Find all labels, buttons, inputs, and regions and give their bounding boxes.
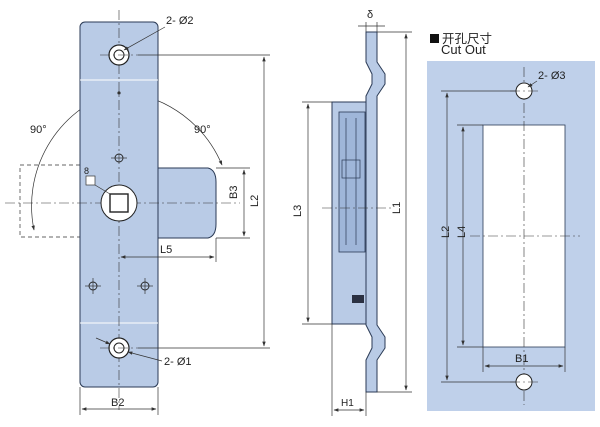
side-bottom-block bbox=[352, 295, 364, 303]
side-view: δ L3 L1 H1 bbox=[292, 9, 412, 416]
cutout-title-en: Cut Out bbox=[441, 42, 486, 57]
dim-8-leader bbox=[94, 184, 111, 195]
b2-label: B2 bbox=[111, 397, 124, 409]
hole-top-leader bbox=[123, 26, 166, 51]
cutout-b1-label: B1 bbox=[515, 353, 528, 365]
legend-square-icon bbox=[430, 34, 439, 43]
angle-left-label: 90° bbox=[30, 124, 47, 136]
front-view: 8 2- Ø2 90° 90° B3 L2 L5 2- Ø1 B2 bbox=[5, 10, 270, 415]
l3-label: L3 bbox=[292, 205, 304, 217]
hole-bottom-leader-2 bbox=[95, 337, 111, 345]
l1-label: L1 bbox=[391, 202, 403, 214]
dim-8-box bbox=[85, 175, 96, 186]
hole-bottom-label: 2- Ø1 bbox=[164, 356, 192, 368]
angle-right-label: 90° bbox=[194, 124, 211, 136]
side-plate-profile bbox=[365, 31, 386, 393]
side-lock-housing bbox=[338, 111, 366, 253]
l5-label: L5 bbox=[160, 244, 172, 256]
hole-top-label: 2- Ø2 bbox=[166, 15, 194, 27]
cutout-panel: 2- Ø3 L2 L4 B1 bbox=[427, 61, 595, 411]
cutout-hole-label: 2- Ø3 bbox=[538, 70, 566, 82]
b3-label: B3 bbox=[228, 186, 240, 199]
delta-label: δ bbox=[367, 9, 373, 21]
hole-bottom-leader bbox=[127, 351, 163, 362]
cutout-title-cn-text: 开孔尺寸 bbox=[442, 32, 493, 46]
cutout-hole-leader bbox=[527, 80, 538, 88]
square-drive bbox=[109, 193, 129, 213]
l2-label: L2 bbox=[249, 195, 261, 207]
cutout-l4-label: L4 bbox=[456, 226, 468, 238]
dot-mark-top bbox=[117, 91, 121, 95]
h1-label: H1 bbox=[341, 398, 354, 409]
cutout-title-cn: 开孔尺寸 bbox=[430, 28, 492, 47]
dim-8-label: 8 bbox=[84, 166, 89, 176]
side-detail-3 bbox=[341, 159, 361, 179]
cutout-l2-label: L2 bbox=[440, 226, 452, 238]
